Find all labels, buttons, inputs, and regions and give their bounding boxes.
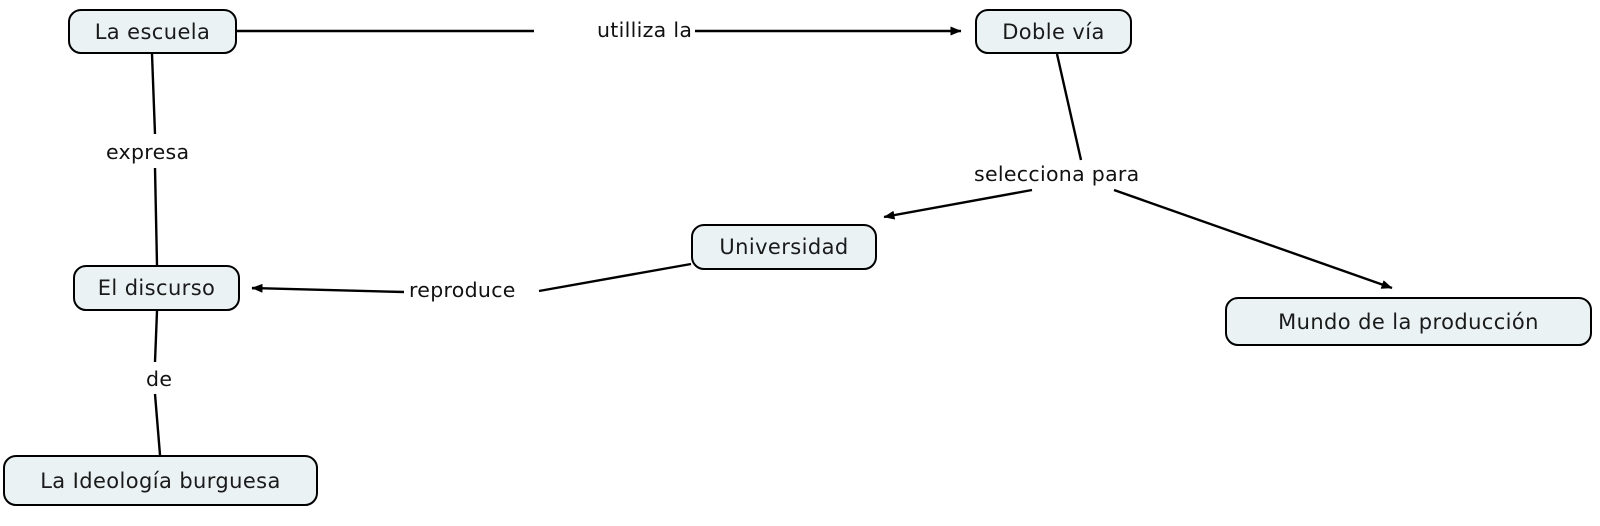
edge-line-escuela-discurso-bottom [153,167,159,266]
edge-label-reproduce: reproduce [406,279,519,302]
node-mundo-de-la-produccion[interactable]: Mundo de la producción [1225,297,1592,346]
edge-line-discurso-ideologia-bottom [153,393,162,456]
edge-line-universidad-reproduce [538,262,692,293]
edge-label-text: reproduce [409,278,516,302]
edge-line-reproduce-discurso [251,283,405,294]
edge-label-text: selecciona para [974,162,1140,186]
edge-line-selecciona-mundo [1113,188,1393,290]
node-label: Universidad [719,235,849,259]
edge-label-de: de [143,368,175,391]
node-label: La Ideología burguesa [40,468,281,493]
node-label: El discurso [97,276,216,300]
node-label: La escuela [94,19,211,44]
node-doble-via[interactable]: Doble vía [975,9,1132,54]
node-la-escuela[interactable]: La escuela [68,9,237,54]
edge-line-doble-via-down [1055,53,1083,161]
edge-label-expresa: expresa [103,141,192,164]
node-universidad[interactable]: Universidad [691,224,877,270]
edge-line-escuela-discurso-top [150,53,157,135]
edge-line-selecciona-universidad [883,188,1033,220]
node-el-discurso[interactable]: El discurso [73,265,240,311]
node-la-ideologia-burguesa[interactable]: La Ideología burguesa [3,455,318,506]
edge-label-utilliza-la: utilliza la [594,18,696,42]
node-label: Doble vía [1002,19,1105,44]
edge-label-text: de [146,367,173,391]
edge-label-selecciona-para: selecciona para [971,163,1143,186]
edge-label-text: utilliza la [597,18,693,42]
edge-line-discurso-ideologia-top [153,310,159,363]
edge-label-text: expresa [106,140,190,164]
node-label: Mundo de la producción [1278,309,1539,334]
